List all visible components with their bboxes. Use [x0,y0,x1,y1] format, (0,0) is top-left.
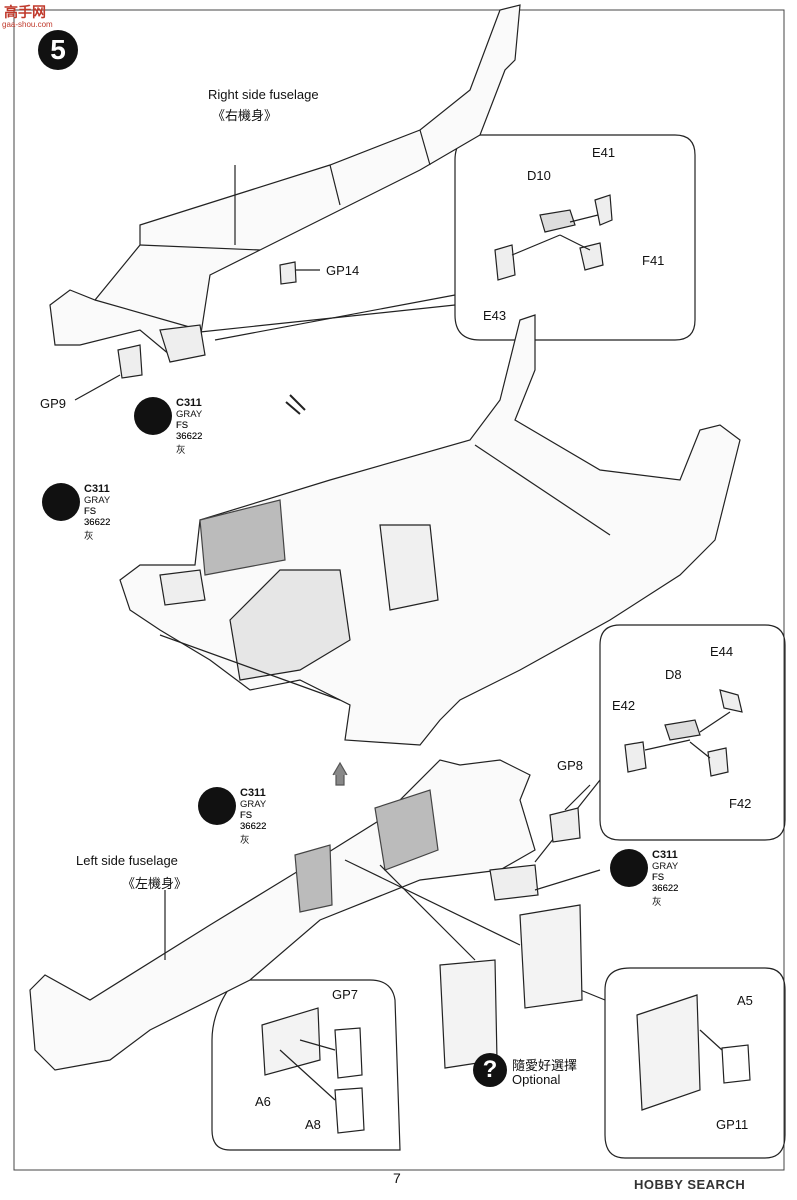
detail-bubble-seat-top [454,134,696,341]
paint-name: GRAY FS 36622 [652,861,679,894]
step-number: 5 [38,30,78,70]
optional-label: Optional [512,1072,561,1087]
left-fuselage-title-cn: 《左機身》 [122,876,188,891]
paint-brush-icon [134,397,172,435]
detail-bubble-door-left [211,979,401,1151]
paint-name-cn: FS 36622 灰 [176,420,203,456]
label-gp7: GP7 [332,987,359,1002]
label-gp14: GP14 [326,263,360,278]
detail-bubble-seat-middle [599,624,786,841]
paint-brush-icon [610,849,648,887]
label-a5: A5 [737,993,753,1008]
right-fuselage-title: Right side fuselage [208,87,319,102]
watermark-url: gaa-shou.com [2,20,53,29]
right-fuselage-outline [49,4,521,356]
hobby-search-logo: HOBBY SEARCH [634,1177,746,1192]
label-gp11: GP11 [716,1117,749,1132]
paint-code: C311 [652,849,678,861]
label-f41: F41 [642,253,665,268]
detail-bubble-door-right [604,967,786,1159]
paint-name: GRAY FS 36622 [240,799,267,832]
label-gp8: GP8 [557,758,584,773]
page-number: 7 [393,1170,401,1186]
optional-label-cn: 隨愛好選擇 [512,1058,578,1073]
paint-name: GRAY FS 36622 [176,409,203,442]
label-gp9: GP9 [40,396,67,411]
paint-code: C311 [176,397,202,409]
label-e43: E43 [483,308,507,323]
label-a8: A8 [305,1117,321,1132]
label-e42: E42 [612,698,636,713]
watermark-logo: 高手网 [4,4,46,20]
label-e44: E44 [710,644,734,659]
label-e41: E41 [592,145,616,160]
label-d8: D8 [665,667,682,682]
paint-code: C311 [84,483,110,495]
optional-icon: ? [473,1053,507,1087]
paint-name-cn: FS 36622 灰 [84,506,111,542]
label-a6: A6 [255,1094,271,1109]
paint-name-cn: FS 36622 灰 [652,872,679,908]
paint-name: GRAY FS 36622 [84,495,111,528]
paint-brush-icon [42,483,80,521]
paint-name-cn: FS 36622 灰 [240,810,267,846]
paint-brush-icon [198,787,236,825]
label-d10: D10 [527,168,551,183]
paint-code: C311 [240,787,266,799]
left-fuselage-title: Left side fuselage [76,853,178,868]
label-f42: F42 [729,796,752,811]
right-fuselage-title-cn: 《右機身》 [212,108,278,123]
